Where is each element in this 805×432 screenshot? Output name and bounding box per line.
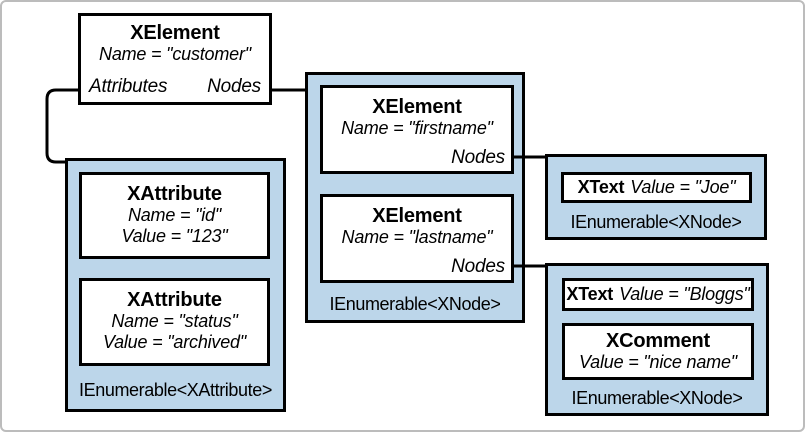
xelement-firstname-box: XElement Name = "firstname" Nodes xyxy=(320,85,514,174)
connector-attributes-to-collection xyxy=(45,88,78,164)
xattribute-status-name: Name = "status" xyxy=(111,311,238,331)
xattribute-id-title: XAttribute xyxy=(127,183,222,205)
xelement-lastname-name: Name = "lastname" xyxy=(341,227,493,247)
xtext-bloggs-value: Value = "Bloggs" xyxy=(619,284,750,304)
xattribute-status-title: XAttribute xyxy=(127,289,222,311)
xelement-customer-name: Name = "customer" xyxy=(99,44,251,64)
xcomment-title: XComment xyxy=(606,330,710,352)
xattribute-id-value: Value = "123" xyxy=(121,226,228,246)
xelement-customer-box: XElement Name = "customer" Attributes No… xyxy=(78,13,272,105)
xattribute-status-value: Value = "archived" xyxy=(102,332,247,352)
xcomment-value: Value = "nice name" xyxy=(579,352,737,372)
xattribute-id-name: Name = "id" xyxy=(127,205,222,225)
xelement-customer-title: XElement xyxy=(130,22,220,44)
xtext-bloggs-box: XText Value = "Bloggs" xyxy=(562,278,754,311)
xtext-joe-value: Value = "Joe" xyxy=(630,177,736,197)
xtext-joe-title: XText xyxy=(577,177,625,197)
xtext-bloggs-title: XText xyxy=(566,284,614,304)
xelement-firstname-title: XElement xyxy=(372,96,462,118)
xattribute-collection-caption: IEnumerable<XAttribute> xyxy=(79,380,272,400)
lastname-nodes-port-label: Nodes xyxy=(451,256,505,277)
xattribute-status-box: XAttribute Name = "status" Value = "arch… xyxy=(79,278,270,366)
xnode-collection-customer-caption: IEnumerable<XNode> xyxy=(329,294,501,314)
xnode-collection-lastname-caption: IEnumerable<XNode> xyxy=(571,388,743,408)
nodes-port-label: Nodes xyxy=(207,76,261,97)
xelement-lastname-box: XElement Name = "lastname" Nodes xyxy=(320,194,514,283)
xelement-customer-ports: Attributes Nodes xyxy=(89,76,261,97)
xattribute-id-box: XAttribute Name = "id" Value = "123" xyxy=(79,172,270,259)
xtext-joe-box: XText Value = "Joe" xyxy=(561,172,752,203)
xnode-collection-firstname-caption: IEnumerable<XNode> xyxy=(570,212,742,232)
attributes-port-label: Attributes xyxy=(89,76,168,97)
xcomment-box: XComment Value = "nice name" xyxy=(562,323,754,380)
xelement-firstname-name: Name = "firstname" xyxy=(341,118,493,138)
firstname-nodes-port-label: Nodes xyxy=(451,147,505,168)
xelement-lastname-title: XElement xyxy=(372,205,462,227)
